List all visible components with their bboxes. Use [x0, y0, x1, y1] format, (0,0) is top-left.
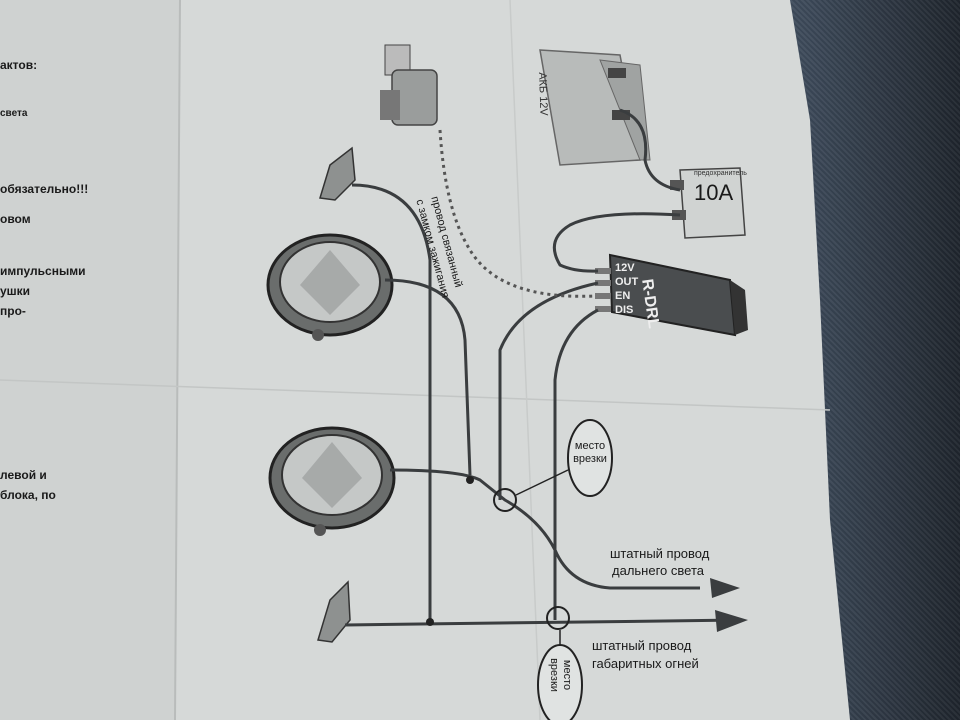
left-text-fragment: актов:: [0, 58, 38, 72]
arrow-heads: [710, 578, 748, 632]
splice-marker-upper: [493, 488, 517, 512]
left-text-fragment: импульсными: [0, 264, 86, 278]
small-lamp-bottom-icon: [317, 580, 351, 643]
left-text-fragment: левой и: [0, 468, 47, 482]
parking-caption-line2: габаритных огней: [592, 656, 699, 671]
splice-bubble-upper-text: место врезки: [570, 440, 610, 466]
splice-label: место: [574, 440, 606, 452]
splice-bubble-lower-text: место врезки: [547, 655, 573, 695]
headlamp-lower-icon: [268, 426, 396, 536]
high-beam-caption-line2: дальнего света: [612, 563, 704, 578]
parking-caption-line1: штатный провод: [592, 638, 692, 653]
splice-marker-lower: [546, 606, 570, 630]
left-text-fragment: ушки: [0, 284, 31, 298]
fuse-top-label: предохранитель: [694, 170, 747, 177]
left-text-fragment: света: [0, 108, 28, 119]
splice-label: врезки: [548, 658, 560, 692]
left-text-fragment: про-: [0, 304, 26, 318]
high-beam-caption-line1: штатный провод: [610, 546, 710, 561]
pin-en-label: EN: [615, 290, 631, 302]
battery-label: АКБ 12V: [536, 72, 550, 116]
pin-dis-label: DIS: [615, 304, 634, 316]
ignition-switch-icon: [380, 44, 438, 126]
left-text-fragment: обязательно!!!: [0, 182, 89, 196]
pin-out-label: OUT: [615, 276, 639, 288]
headlamp-upper-icon: [266, 233, 394, 341]
left-text-fragment: блока, по: [0, 488, 56, 502]
small-lamp-top-icon: [319, 146, 356, 201]
splice-bubble-lower: [537, 644, 583, 720]
r-drl-module-icon: [595, 253, 748, 337]
splice-label: место: [561, 659, 573, 691]
left-text-fragment: овом: [0, 212, 31, 226]
splice-label: врезки: [573, 453, 607, 465]
pin-12v-label: 12V: [615, 262, 635, 274]
battery-icon: [539, 49, 651, 166]
fuse-value-label: 10A: [694, 180, 734, 205]
splice-bubble-upper: [567, 419, 613, 497]
wires: [344, 108, 741, 627]
